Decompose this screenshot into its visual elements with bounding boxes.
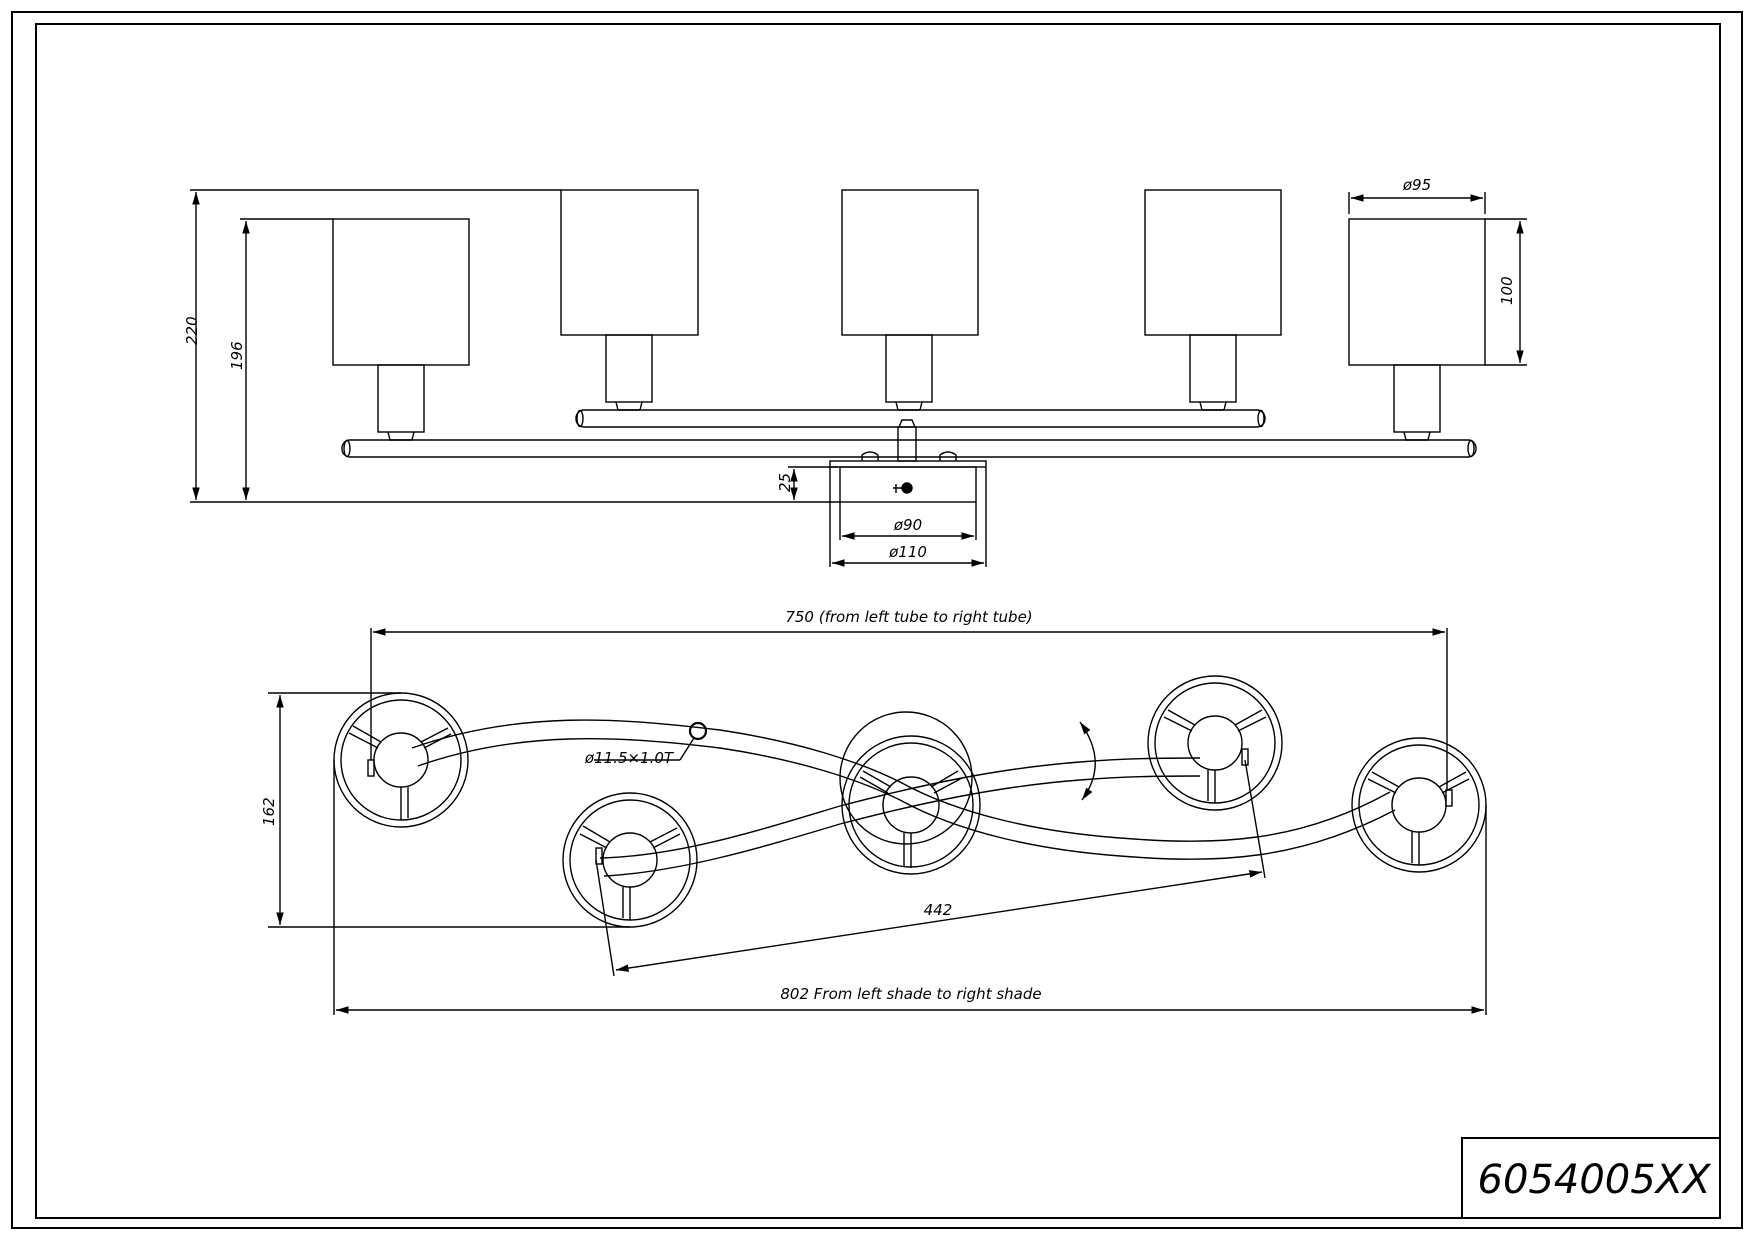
canopy (829, 419, 987, 503)
shade-top-3 (841, 735, 981, 875)
dim-tube-span: 750 (from left tube to right tube) (785, 608, 1032, 626)
shade-top-5 (1351, 737, 1487, 873)
shade-top-1 (333, 692, 469, 828)
dim-arm-height: 196 (228, 341, 246, 370)
shade-3 (841, 189, 979, 336)
dim-shade-diameter: ø95 (1402, 176, 1431, 194)
title-block: 6054005XX (1461, 1137, 1721, 1219)
shade-5 (1348, 218, 1486, 366)
dim-shade-span: 802 From left shade to right shade (780, 985, 1041, 1003)
part-number: 6054005XX (1478, 1157, 1713, 1203)
rotation-arrow (1079, 721, 1096, 801)
inner-border (35, 23, 1721, 1219)
lower-arm-bar (341, 439, 1477, 458)
dim-shade-height: 100 (1498, 276, 1516, 305)
sockets (377, 334, 1441, 441)
side-dimensions (190, 189, 1527, 567)
dim-depth: 162 (260, 797, 278, 826)
top-dimensions (268, 628, 1487, 1015)
shade-4 (1144, 189, 1282, 336)
outer-border (11, 11, 1743, 1229)
curved-tubes (411, 719, 1396, 877)
shade-top-4 (1147, 675, 1283, 811)
dim-tube-spec: ø11.5×1.0T (584, 749, 675, 767)
shade-1 (332, 218, 470, 366)
tube-marker (688, 721, 708, 741)
top-view: 750 (from left tube to right tube) 162 ø… (260, 608, 1487, 1015)
side-view: 220 196 ø95 100 25 ø90 ø110 (183, 176, 1527, 567)
dim-canopy-height: 25 (776, 473, 794, 492)
dim-diagonal: 442 (924, 901, 953, 919)
dim-canopy-outer: ø110 (888, 543, 927, 561)
shade-top-2 (562, 792, 698, 928)
upper-arm-bar (575, 409, 1266, 428)
shade-2 (560, 189, 699, 336)
canopy-disk (839, 711, 973, 845)
dim-total-height: 220 (183, 316, 201, 345)
dim-canopy-inner: ø90 (893, 516, 922, 534)
